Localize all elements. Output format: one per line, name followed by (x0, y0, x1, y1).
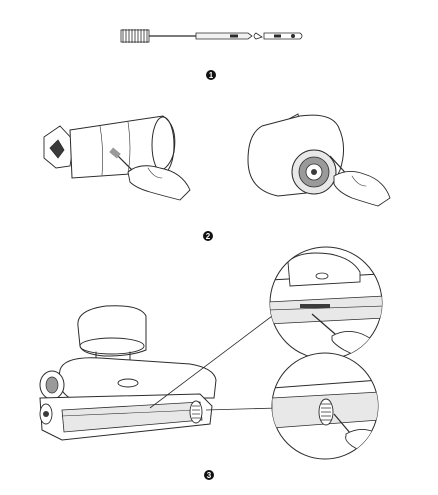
roller-brush-left (43, 115, 191, 201)
brush-bristles (120, 29, 150, 43)
step-badge-3: 3 (204, 470, 214, 480)
brush-hook-end (253, 32, 303, 40)
brush-handle (195, 32, 253, 40)
step-number-3: 3 (207, 471, 212, 480)
step-badge-2: 2 (203, 231, 213, 241)
vacuum-brush-head (39, 305, 217, 441)
zoom-detail-bottom (271, 352, 379, 460)
cleaning-brush-tool (120, 29, 303, 43)
step-badge-1: 1 (206, 70, 216, 80)
zoom-detail-top (269, 246, 383, 360)
step-number-1: 1 (209, 71, 214, 80)
zoom-leader-lines (149, 309, 281, 411)
roller-brush-right (247, 113, 391, 207)
step-number-2: 2 (206, 232, 211, 241)
